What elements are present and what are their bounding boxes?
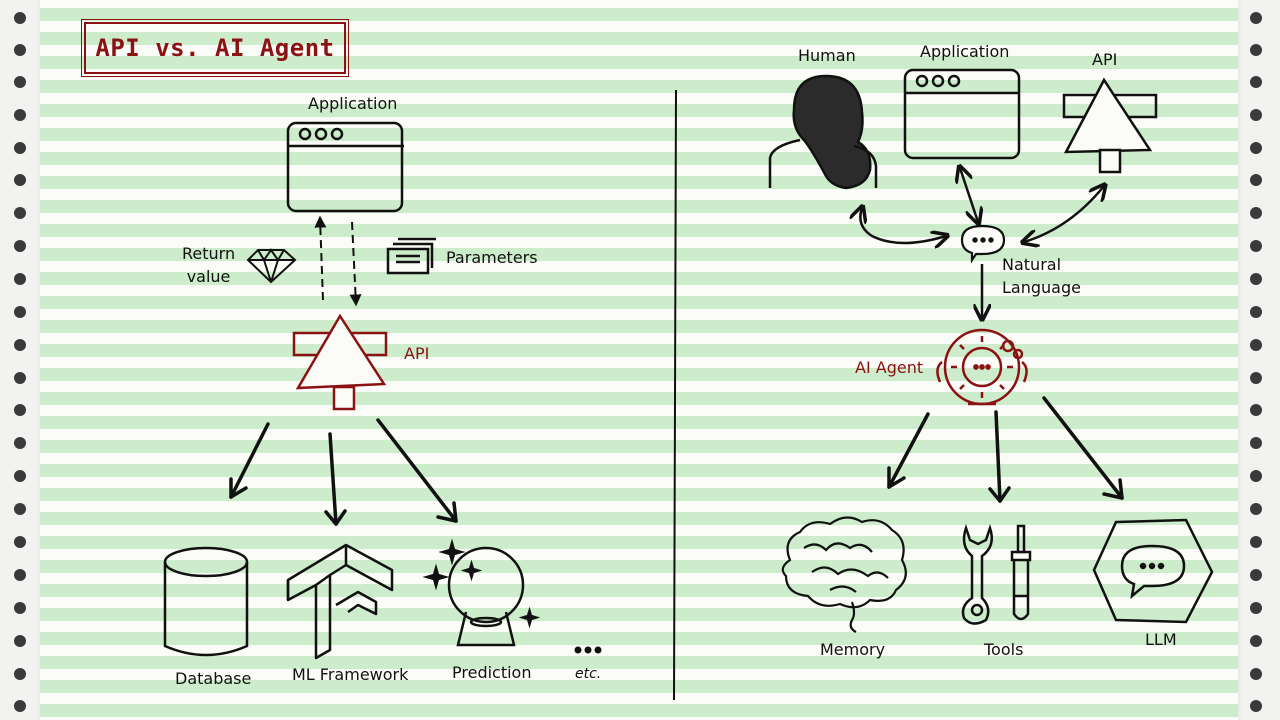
binder-holes-left — [14, 12, 26, 712]
documents-icon — [386, 237, 436, 275]
notebook-page — [40, 0, 1238, 720]
left-application-label: Application — [308, 94, 398, 113]
parameters-arrow — [349, 221, 362, 307]
human-label: Human — [798, 46, 856, 65]
api-tree-icon — [292, 313, 388, 411]
agent-fanout-arrows — [887, 396, 1124, 503]
left-api-label: API — [404, 344, 430, 363]
parameters-label: Parameters — [446, 248, 538, 267]
llm-label: LLM — [1145, 630, 1177, 649]
chat-bubble-icon — [960, 224, 1006, 264]
natural-language-label: Natural Language — [1002, 255, 1081, 297]
api-tree-icon-right — [1062, 77, 1158, 174]
ellipsis-icon — [574, 646, 602, 654]
ml-framework-icon — [286, 543, 394, 660]
crystal-ball-icon — [422, 538, 541, 647]
right-api-label: API — [1092, 50, 1118, 69]
memory-label: Memory — [820, 640, 886, 659]
ml-framework-label: ML Framework — [292, 665, 409, 684]
right-application-label: Application — [920, 42, 1010, 61]
return-value-label: Return value — [182, 244, 236, 286]
natural-language-arrows — [860, 168, 1104, 318]
human-silhouette-icon — [768, 74, 878, 190]
ai-agent-label: AI Agent — [855, 358, 924, 377]
prediction-label: Prediction — [452, 663, 532, 682]
brain-icon — [781, 516, 907, 633]
database-icon — [163, 546, 249, 657]
title-box: API vs. AI Agent — [81, 19, 349, 77]
tools-label: Tools — [984, 640, 1024, 659]
browser-window-icon-right — [903, 68, 1021, 160]
api-fanout-arrows — [229, 418, 458, 526]
llm-chat-icon — [1092, 518, 1214, 624]
etc-label: etc. — [575, 666, 602, 682]
binder-holes-right — [1250, 12, 1262, 712]
ai-agent-robot-icon — [936, 328, 1028, 406]
gem-icon — [246, 248, 297, 284]
database-label: Database — [175, 669, 252, 688]
return-arrow — [314, 215, 327, 301]
center-divider — [673, 89, 677, 701]
browser-window-icon — [286, 121, 404, 213]
tools-icon — [961, 524, 1032, 625]
page-title: API vs. AI Agent — [95, 34, 335, 62]
